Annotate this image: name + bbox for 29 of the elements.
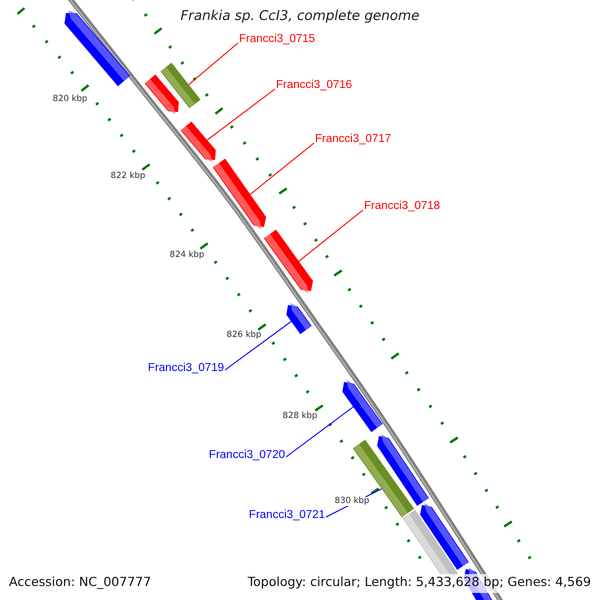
gene-label: Francci3_0718 xyxy=(364,201,444,212)
leader-line xyxy=(224,320,292,370)
leader-line xyxy=(188,42,238,86)
leader-line xyxy=(286,406,354,458)
gene-label: Francci3_0717 xyxy=(315,134,395,146)
gene-feature xyxy=(180,121,216,162)
gene-label: Francci3_0721 xyxy=(245,510,325,522)
accession-label: Accession: NC_007777 xyxy=(9,576,152,588)
gene-feature xyxy=(144,74,179,114)
position-label: 820 kbp xyxy=(52,95,88,104)
gene-feature xyxy=(286,303,312,334)
leader-line xyxy=(298,210,364,262)
title: Frankia sp. CcI3, complete genome xyxy=(180,10,420,24)
gene-label: Francci3_0719 xyxy=(144,363,224,374)
gene-feature xyxy=(264,230,313,293)
gene-feature xyxy=(64,10,130,86)
gene-feature xyxy=(212,158,266,229)
position-label: 824 kbp xyxy=(170,251,204,260)
position-label: 822 kbp xyxy=(110,172,146,180)
gene-label: Francci3_0716 xyxy=(276,80,356,92)
gene-label: Francci3_0720 xyxy=(205,450,285,462)
gene-label: Francci3_0715 xyxy=(239,34,319,46)
leader-line xyxy=(206,88,276,141)
position-label: 830 kbp xyxy=(334,497,370,506)
gene-block xyxy=(352,440,414,518)
gene-feature xyxy=(342,380,383,432)
leader-line xyxy=(250,142,314,195)
position-label: 828 kbp xyxy=(282,412,318,420)
position-label: 826 kbp xyxy=(226,331,262,340)
